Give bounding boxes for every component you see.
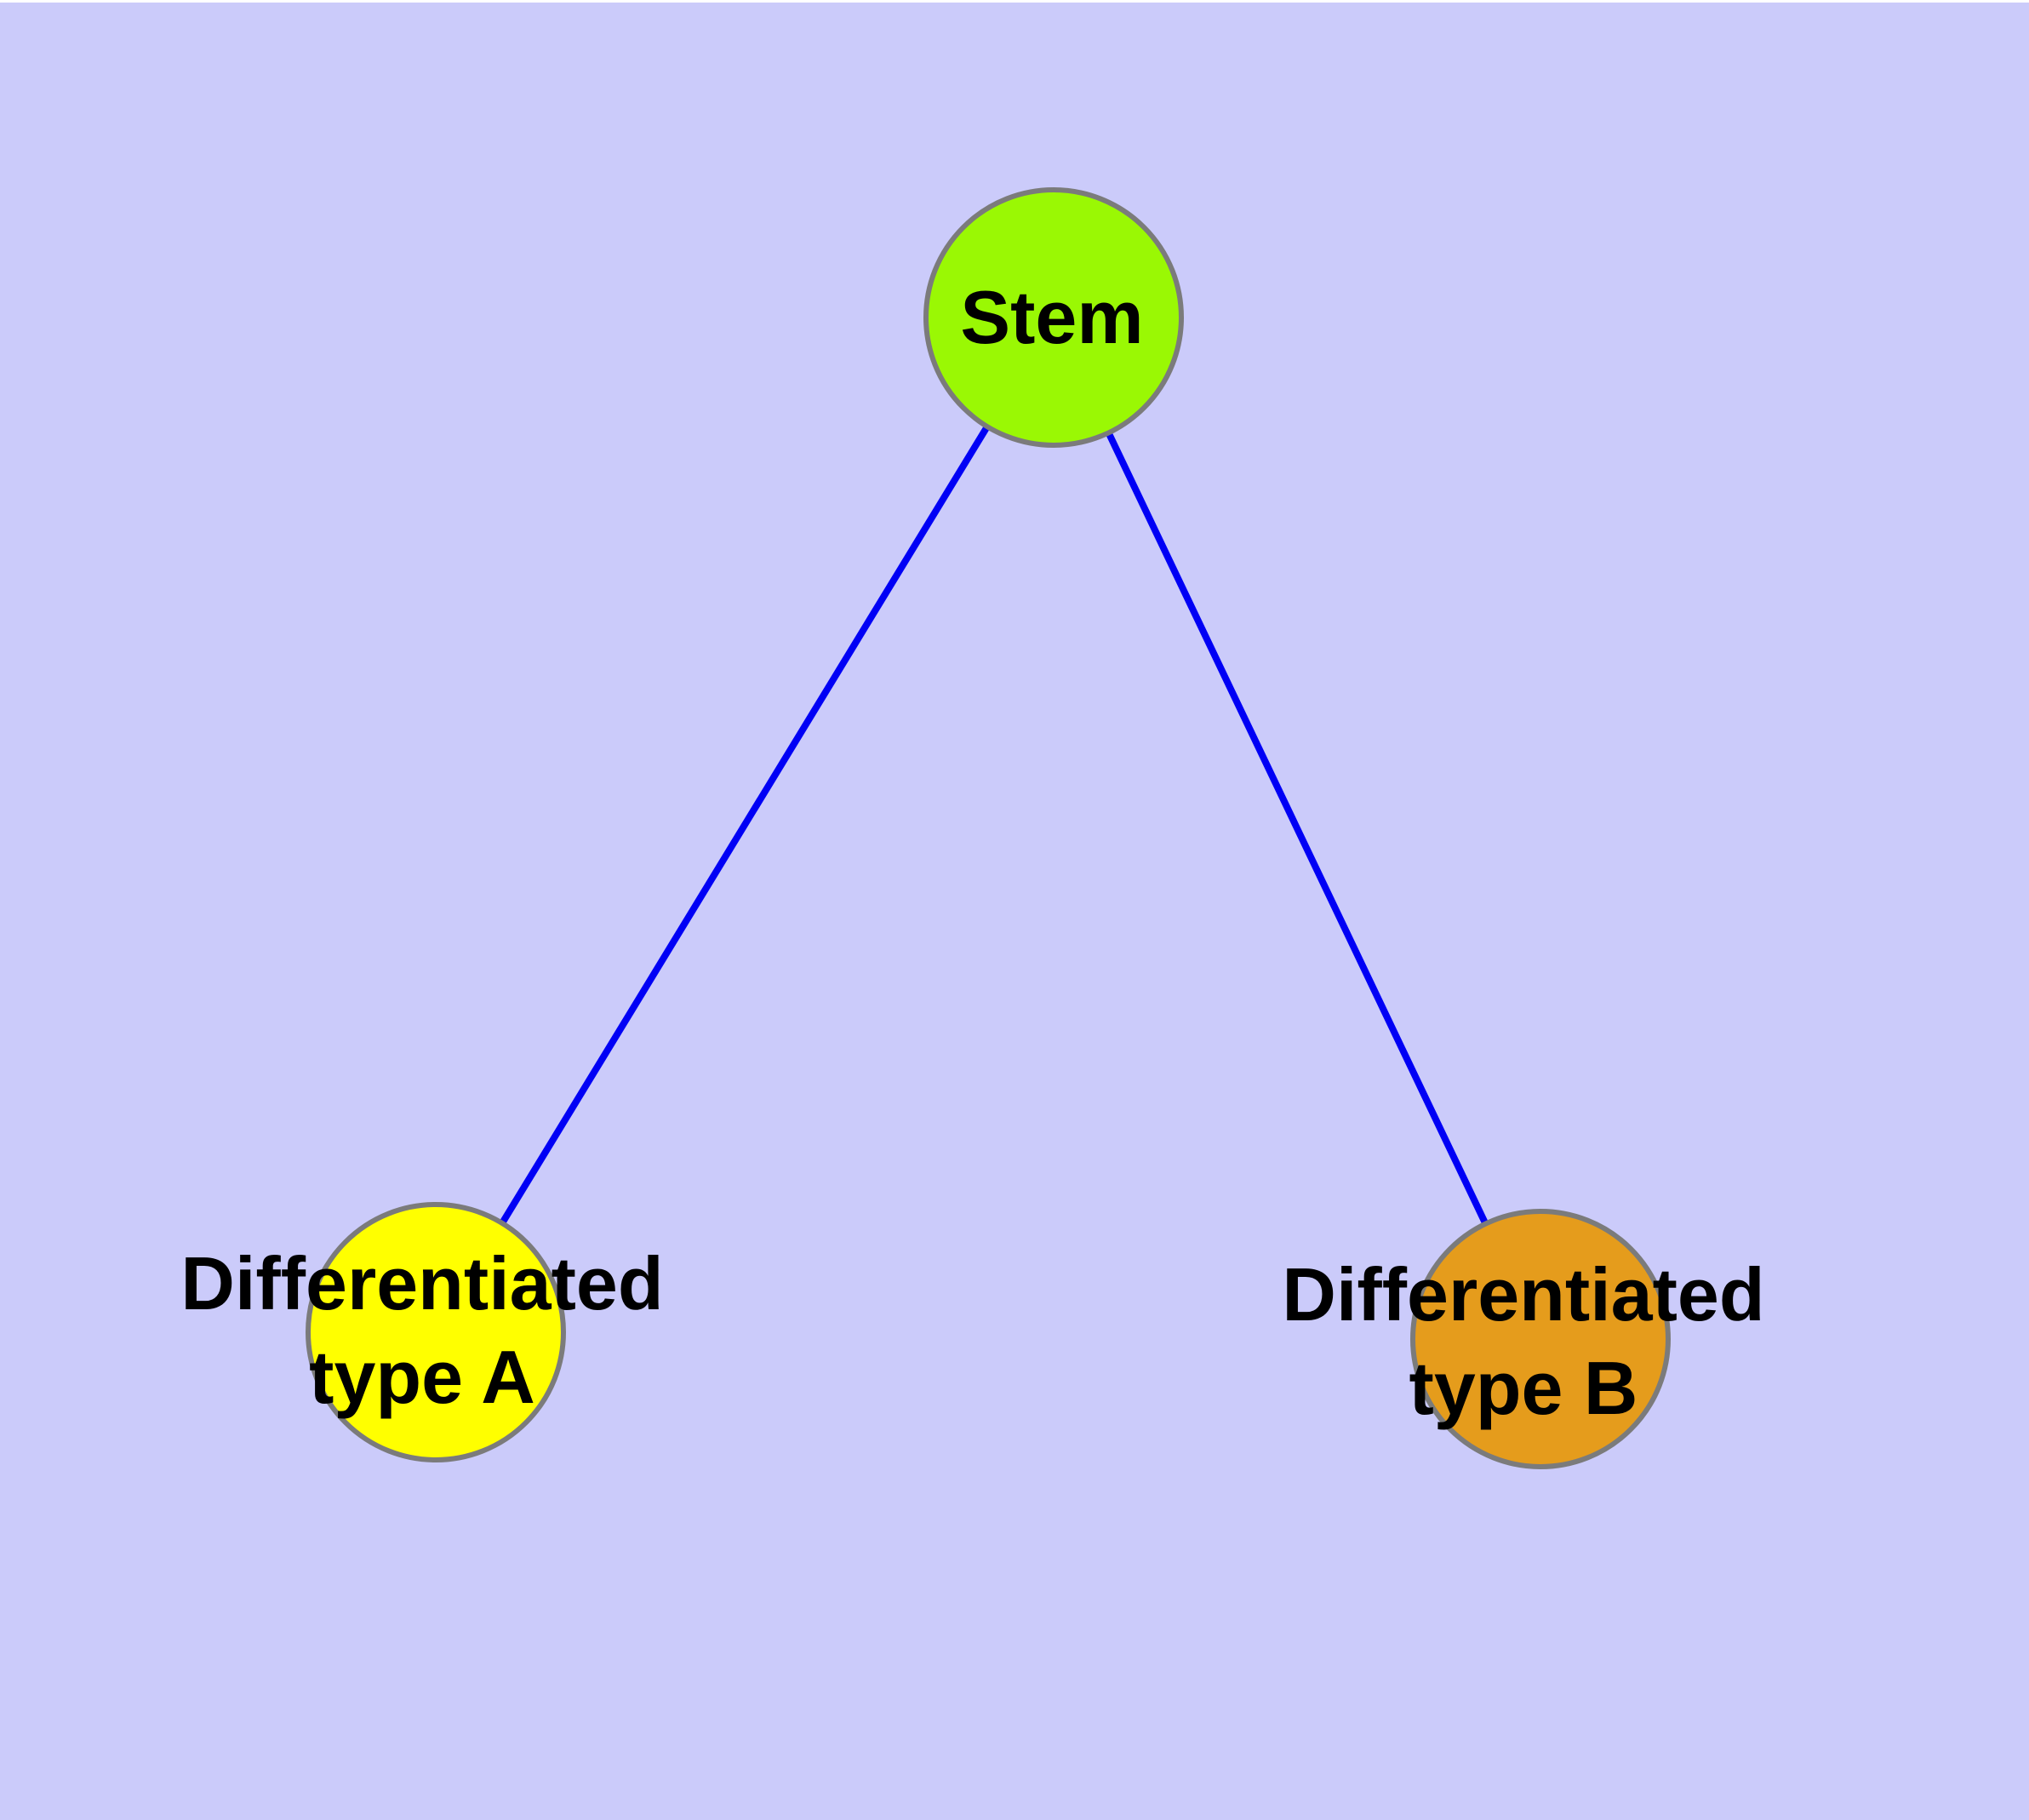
node-differentiated-type-a-label: Differentiated type A [180,1237,663,1424]
node-type-a-label-line-2: type A [309,1335,535,1419]
edge-stem-to-type-b [1050,316,1544,1341]
node-type-b-label-line-2: type B [1409,1346,1638,1430]
node-stem-label: Stem [960,271,1143,364]
node-differentiated-type-a-circle[interactable] [306,1202,566,1462]
node-type-a-label-line-1: Differentiated [180,1241,664,1325]
node-type-b-label-line-1: Differentiated [1282,1252,1765,1336]
node-stem-label-text: Stem [960,275,1144,359]
node-differentiated-type-b-circle[interactable] [1410,1209,1671,1469]
node-differentiated-type-b-label: Differentiated type B [1282,1248,1764,1435]
edge-stem-to-type-a [432,315,1057,1335]
top-margin-strip [0,0,2029,3]
node-stem-circle[interactable] [923,187,1184,448]
